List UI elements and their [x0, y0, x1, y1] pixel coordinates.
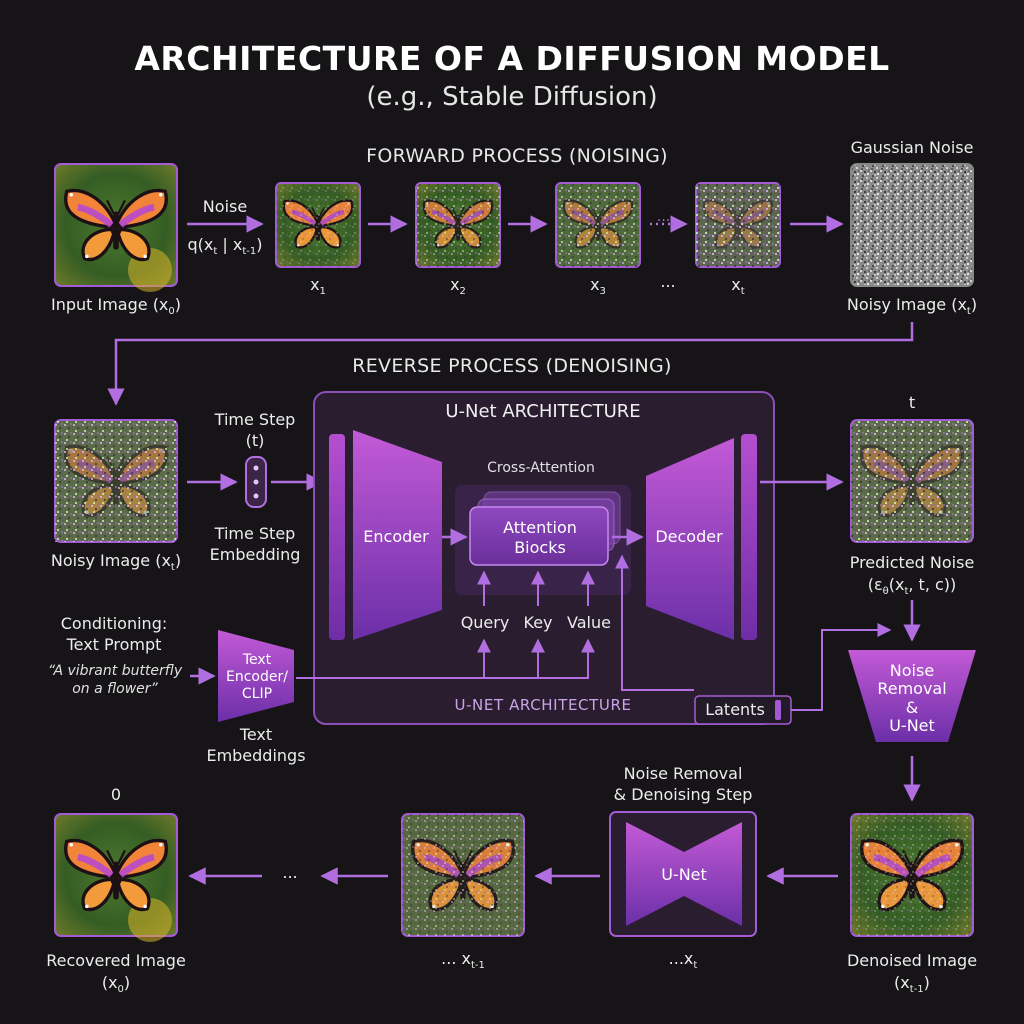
- prev-step-thumbnail: [401, 813, 525, 937]
- input-image-thumbnail: [54, 163, 178, 292]
- text-encoder-clip-block: [218, 630, 294, 722]
- unet-left-bar: [329, 434, 345, 640]
- time-step-token: [245, 456, 267, 508]
- attention-blocks-box: [469, 506, 609, 566]
- decoder-label: Decoder: [655, 527, 723, 546]
- current-step-label: ...xt: [668, 949, 698, 972]
- conditioning-label: Conditioning:Text Prompt: [60, 614, 168, 654]
- arrow-text-embeddings-to-value: [296, 638, 595, 679]
- noisy-step-x3: [555, 182, 641, 268]
- denoised-image-label: Denoised Image(xt-1): [846, 951, 978, 995]
- t-label: t: [908, 393, 916, 412]
- unet-block-label: U-Net: [661, 865, 707, 884]
- step-label-x2: x2: [450, 275, 466, 298]
- page-title: ARCHITECTURE OF A DIFFUSION MODEL: [134, 39, 890, 78]
- value-label: Value: [567, 613, 611, 632]
- step-label-xt: xt: [731, 275, 745, 298]
- key-label: Key: [523, 613, 553, 632]
- cross-attention-label: Cross-Attention: [487, 460, 595, 476]
- unet-denoising-block: [609, 811, 757, 937]
- zero-label: 0: [110, 785, 122, 804]
- bottom-ellipsis: ...: [282, 863, 298, 882]
- noise-removal-unet-block: [848, 650, 976, 742]
- step-label-x1: x1: [310, 275, 326, 298]
- gaussian-noise-label: Gaussian Noise: [850, 138, 974, 157]
- reverse-process-heading: REVERSE PROCESS (DENOISING): [352, 355, 672, 377]
- noisy-step-x2: [415, 182, 501, 268]
- arrow-latents-to-noise-removal: [791, 623, 892, 711]
- encoder-label: Encoder: [363, 527, 429, 546]
- decoder-block: [646, 438, 734, 640]
- predicted-noise-label: Predicted Noise(εθ(xt, t, c)): [849, 553, 975, 597]
- noisy-step-x1: [275, 182, 361, 268]
- step-ellipsis-label: ...: [660, 272, 676, 291]
- denoising-step-heading: Noise Removal& Denoising Step: [613, 764, 753, 804]
- predicted-noise-thumbnail: [850, 419, 974, 543]
- recovered-image-label: Recovered Image(x0): [46, 951, 186, 995]
- noise-label: Noise: [202, 197, 248, 216]
- link-arrow-forward-to-reverse: [107, 322, 914, 406]
- gaussian-noise-image: [850, 163, 974, 287]
- unet-footer-label: U-NET ARCHITECTURE: [454, 696, 632, 714]
- arrow-latents-to-attention: [615, 554, 694, 691]
- forward-ellipsis-arrow: ·····: [656, 213, 680, 229]
- step-label-x3: x3: [590, 275, 606, 298]
- unet-right-bar: [741, 434, 757, 640]
- noisy-image-label-forward: Noisy Image (xt): [846, 295, 978, 318]
- query-label: Query: [460, 613, 510, 632]
- latents-label: Latents: [705, 700, 765, 719]
- transition-label: q(xt | xt-1): [187, 235, 263, 258]
- unet-title: U-Net ARCHITECTURE: [445, 401, 641, 422]
- forward-process-heading: FORWARD PROCESS (NOISING): [366, 145, 668, 167]
- page-subtitle: (e.g., Stable Diffusion): [366, 82, 658, 112]
- prev-step-label: ... xt-1: [441, 949, 485, 972]
- noisy-step-xt: [695, 182, 781, 268]
- encoder-block: [353, 430, 442, 640]
- recovered-image-thumbnail: [54, 813, 178, 942]
- input-image-label: Input Image (x0): [50, 295, 182, 318]
- time-step-label: Time Step(t): [214, 410, 296, 450]
- noisy-image-label-reverse: Noisy Image (xt): [50, 551, 182, 574]
- noisy-image-input-thumbnail: [54, 419, 178, 543]
- denoised-image-thumbnail: [850, 813, 974, 937]
